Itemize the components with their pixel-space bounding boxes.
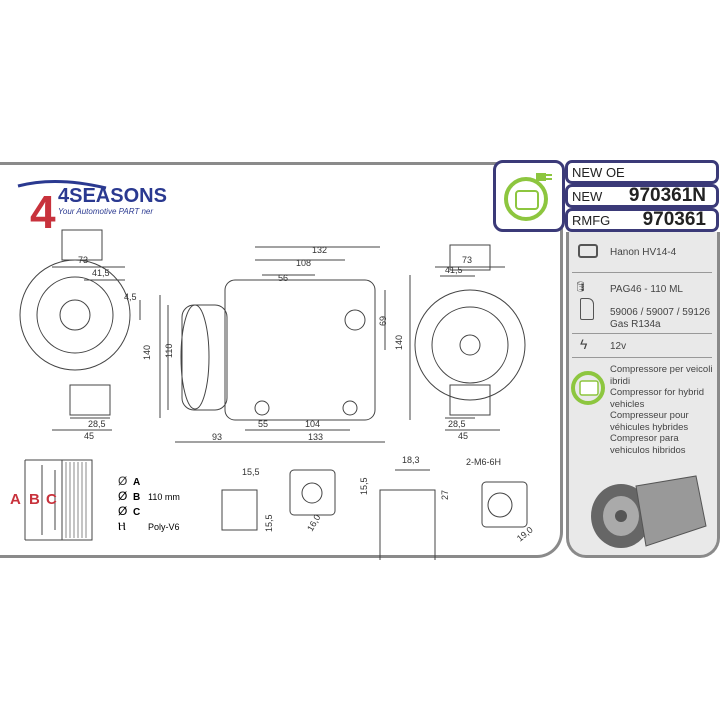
port-details [221, 469, 528, 560]
dim: 56 [278, 273, 288, 283]
hybrid-text-fr: Compresseur pour véhicules hybrides [610, 410, 689, 433]
compressor-photo [591, 475, 707, 548]
dim: 16,0 [305, 513, 322, 533]
dimension-labels: 73 41,5 4,5 28,5 45 132 108 56 140 110 6… [78, 245, 535, 544]
spec-voltage: ϟ 12v [566, 336, 720, 358]
dim: 15,5 [264, 514, 274, 532]
diameter-a: A [133, 477, 140, 488]
gas-type: Gas R134a [610, 319, 661, 330]
dim: 108 [296, 258, 311, 268]
pulley-label-c: C [46, 491, 57, 508]
dim: 41,5 [92, 268, 110, 278]
diameter-b-value: 110 mm [148, 492, 180, 502]
new-code-tag: NEW 970361N [565, 184, 719, 208]
logo-text: 4SEASONS [58, 185, 167, 207]
rmfg-code-tag: RMFG 970361 [565, 208, 719, 232]
dim: 45 [458, 431, 468, 441]
new-label: NEW [572, 188, 603, 204]
oil-type: PAG46 - 110 ML [610, 284, 683, 295]
oil-bottle-icon [580, 298, 594, 320]
diameter-icon: Ø [118, 504, 127, 518]
rmfg-label: RMFG [572, 212, 611, 228]
logo-graphic: 4 4SEASONS Your Automotive PART ner [17, 180, 167, 236]
svg-text:4: 4 [30, 186, 56, 236]
brand-logo: 4 4SEASONS Your Automotive PART ner [16, 176, 186, 236]
dim: 15,5 [359, 477, 369, 495]
front-view-left [19, 229, 141, 431]
dim: 41,5 [445, 265, 463, 275]
dim: 55 [258, 419, 268, 429]
hybrid-plug-icon [504, 173, 552, 221]
diameter-icon: Ø [118, 489, 127, 503]
new-oe-label: NEW OE [572, 164, 625, 180]
belt-type: Poly-V6 [148, 522, 180, 532]
hybrid-text-it: Compressore per veicoli ibridi [610, 364, 713, 387]
dim: 18,3 [402, 455, 420, 465]
compressor-icon [578, 244, 598, 258]
diameter-icon: Ø [118, 474, 127, 488]
dim: 132 [312, 245, 327, 255]
dim: 45 [84, 431, 94, 441]
technical-drawings: A B C Ø A Ø B 110 mm Ø C Ⲏ Poly-V6 73 41… [10, 229, 535, 560]
rmfg-code: 970361 [642, 209, 706, 230]
dim: 2-M6-6H [466, 457, 501, 467]
logo-tagline: Your Automotive PART ner [58, 207, 153, 216]
spec-oil: 🛢 PAG46 - 110 ML 59006 / 59007 / 59126 G… [566, 280, 720, 340]
dim: 4,5 [124, 292, 137, 302]
dim: 27 [440, 490, 450, 500]
diameter-c: C [133, 507, 140, 518]
pulley-view [24, 459, 93, 541]
pulley-legend: A B C Ø A Ø B 110 mm Ø C Ⲏ Poly-V6 [10, 474, 180, 533]
belt-icon: Ⲏ [118, 521, 126, 533]
drawing-panel [0, 162, 563, 558]
oil-can-icon: 🛢 [574, 282, 587, 293]
new-code: 970361N [628, 185, 706, 206]
dim: 140 [142, 345, 152, 360]
dim: 104 [305, 419, 320, 429]
hybrid-icon-box [493, 160, 565, 232]
dim: 28,5 [448, 419, 466, 429]
diameter-b: B [133, 492, 140, 503]
voltage: 12v [610, 341, 627, 352]
compressor-model: Hanon HV14-4 [610, 247, 677, 258]
pulley-label-b: B [29, 491, 40, 508]
dim: 93 [212, 432, 222, 442]
dim: 133 [308, 432, 323, 442]
new-oe-tag: NEW OE [565, 160, 719, 184]
spec-compressor: Hanon HV14-4 [566, 242, 720, 268]
dim: 15,5 [242, 467, 260, 477]
dim: 110 [164, 344, 174, 358]
dim: 28,5 [88, 419, 106, 429]
rear-view [409, 244, 526, 431]
spec-hybrid: Compressore per veicoli ibridi Compresso… [566, 364, 720, 456]
pulley-label-a: A [10, 491, 21, 508]
hybrid-text-en: Compressor for hybrid vehicles [610, 387, 704, 410]
dim: 73 [462, 255, 472, 265]
hybrid-plug-icon [571, 371, 605, 405]
hybrid-text-es: Compresor para vehiculos hibridos [610, 433, 686, 456]
dim: 140 [394, 335, 404, 350]
dim: 69 [378, 316, 388, 326]
dim: 73 [78, 255, 88, 265]
oil-refs: 59006 / 59007 / 59126 [610, 307, 711, 318]
lightning-icon: ϟ [580, 336, 588, 352]
